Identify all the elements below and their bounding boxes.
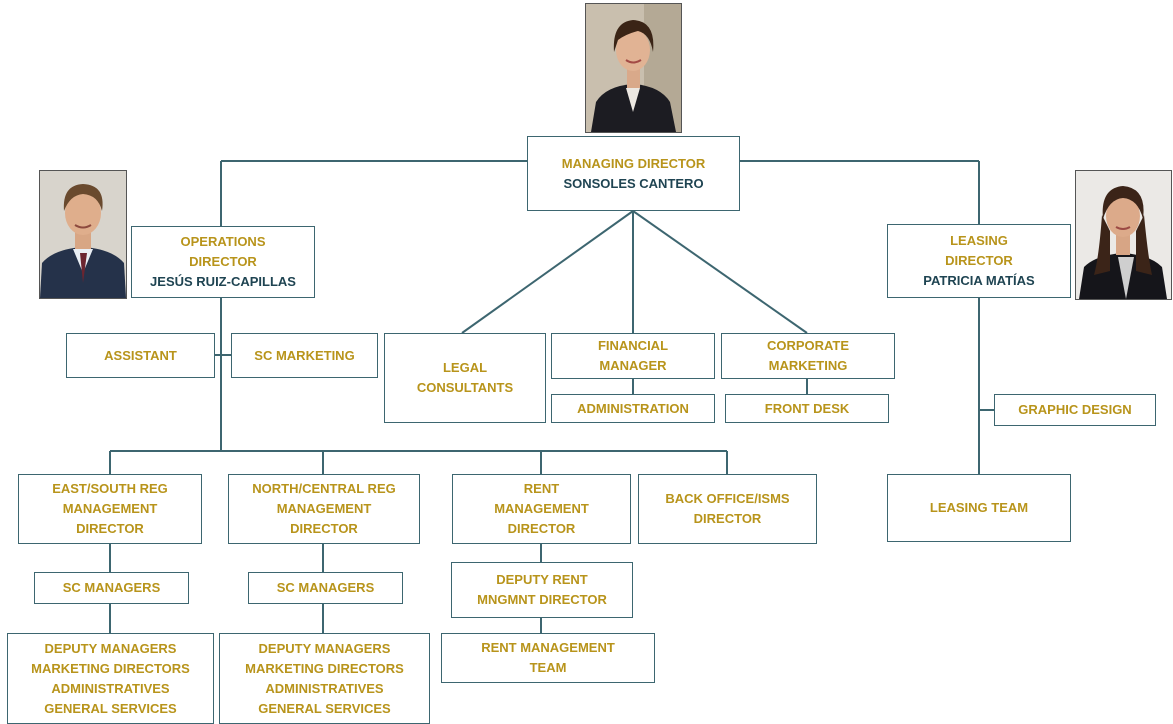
staff-item: DEPUTY MANAGERS	[44, 640, 177, 656]
leasing-team-box: LEASING TEAM	[887, 474, 1071, 542]
staff-item: ADMINISTRATIVES	[51, 680, 170, 696]
north-central-line1: NORTH/CENTRAL REG	[252, 481, 396, 496]
corporate-line1: CORPORATE	[766, 338, 850, 353]
north-central-line3: DIRECTOR	[290, 521, 358, 536]
administration-label: ADMINISTRATION	[577, 400, 689, 416]
staff-list-box-east-south: DEPUTY MANAGERS MARKETING DIRECTORS ADMI…	[7, 633, 214, 724]
deputy-rent-line2: MNGMNT DIRECTOR	[477, 592, 607, 607]
sc-managers-box-north-central: SC MANAGERS	[248, 572, 403, 604]
administration-box: ADMINISTRATION	[551, 394, 715, 423]
north-central-director-box: NORTH/CENTRAL REG MANAGEMENT DIRECTOR	[228, 474, 420, 544]
rent-team-line1: RENT MANAGEMENT	[481, 640, 615, 655]
legal-line1: LEGAL	[442, 360, 488, 375]
east-south-director-box: EAST/SOUTH REG MANAGEMENT DIRECTOR	[18, 474, 202, 544]
operations-director-photo	[39, 170, 127, 299]
legal-line2: CONSULTANTS	[416, 380, 514, 395]
sc-managers-label: SC MANAGERS	[62, 580, 161, 595]
managing-director-title: MANAGING DIRECTOR	[561, 155, 706, 171]
sc-marketing-label: SC MARKETING	[254, 347, 355, 363]
deputy-rent-director-box: DEPUTY RENT MNGMNT DIRECTOR	[451, 562, 633, 618]
back-office-line1: BACK OFFICE/ISMS	[665, 491, 790, 506]
financial-manager-box: FINANCIAL MANAGER	[551, 333, 715, 379]
assistant-box: ASSISTANT	[66, 333, 215, 378]
rent-line3: DIRECTOR	[507, 521, 576, 536]
north-central-line2: MANAGEMENT	[276, 501, 372, 516]
staff-item: ADMINISTRATIVES	[265, 680, 384, 696]
rent-management-team-box: RENT MANAGEMENT TEAM	[441, 633, 655, 683]
back-office-line2: DIRECTOR	[693, 511, 762, 526]
east-south-line3: DIRECTOR	[76, 521, 144, 536]
managing-director-name: SONSOLES CANTERO	[563, 175, 704, 191]
managing-director-photo	[585, 3, 682, 133]
east-south-line1: EAST/SOUTH REG	[52, 481, 168, 496]
corporate-marketing-box: CORPORATE MARKETING	[721, 333, 895, 379]
east-south-line2: MANAGEMENT	[62, 501, 158, 516]
financial-line2: MANAGER	[599, 358, 667, 373]
staff-item: MARKETING DIRECTORS	[245, 660, 404, 676]
graphic-design-label: GRAPHIC DESIGN	[1018, 402, 1132, 417]
woman-portrait-icon	[586, 4, 681, 132]
operations-director-name: JESÚS RUIZ-CAPILLAS	[150, 274, 296, 289]
staff-item: GENERAL SERVICES	[258, 700, 391, 716]
staff-list-box-north-central: DEPUTY MANAGERS MARKETING DIRECTORS ADMI…	[219, 633, 430, 724]
sc-managers-label: SC MANAGERS	[276, 580, 375, 595]
woman-portrait-icon	[1076, 171, 1171, 299]
operations-director-title-line1: OPERATIONS	[180, 234, 266, 249]
staff-item: DEPUTY MANAGERS	[258, 640, 391, 656]
sc-marketing-box: SC MARKETING	[231, 333, 378, 378]
back-office-director-box: BACK OFFICE/ISMS DIRECTOR	[638, 474, 817, 544]
leasing-director-name: PATRICIA MATÍAS	[923, 273, 1035, 288]
leasing-director-title-line1: LEASING	[950, 233, 1008, 248]
man-portrait-icon	[40, 171, 126, 298]
operations-director-title-line2: DIRECTOR	[189, 254, 257, 269]
legal-consultants-box: LEGAL CONSULTANTS	[384, 333, 546, 423]
sc-managers-box-east-south: SC MANAGERS	[34, 572, 189, 604]
leasing-director-box: LEASING DIRECTOR PATRICIA MATÍAS	[887, 224, 1071, 298]
rent-director-box: RENT MANAGEMENT DIRECTOR	[452, 474, 631, 544]
managing-director-box: MANAGING DIRECTOR SONSOLES CANTERO	[527, 136, 740, 211]
corporate-line2: MARKETING	[768, 358, 848, 373]
rent-team-line2: TEAM	[529, 660, 567, 675]
connector-md-to-corporate	[632, 210, 808, 334]
operations-director-box: OPERATIONS DIRECTOR JESÚS RUIZ-CAPILLAS	[131, 226, 315, 298]
rent-line2: MANAGEMENT	[494, 501, 589, 516]
front-desk-label: FRONT DESK	[764, 400, 850, 416]
connector-md-to-legal	[461, 210, 634, 334]
leasing-director-title-line2: DIRECTOR	[945, 253, 1013, 268]
leasing-director-photo	[1075, 170, 1172, 300]
rent-line1: RENT	[523, 481, 560, 496]
graphic-design-box: GRAPHIC DESIGN	[994, 394, 1156, 426]
financial-line1: FINANCIAL	[597, 338, 669, 353]
staff-item: MARKETING DIRECTORS	[31, 660, 190, 676]
assistant-label: ASSISTANT	[104, 347, 177, 363]
deputy-rent-line1: DEPUTY RENT	[496, 572, 588, 587]
staff-item: GENERAL SERVICES	[44, 700, 177, 716]
leasing-team-label: LEASING TEAM	[929, 500, 1029, 515]
front-desk-box: FRONT DESK	[725, 394, 889, 423]
